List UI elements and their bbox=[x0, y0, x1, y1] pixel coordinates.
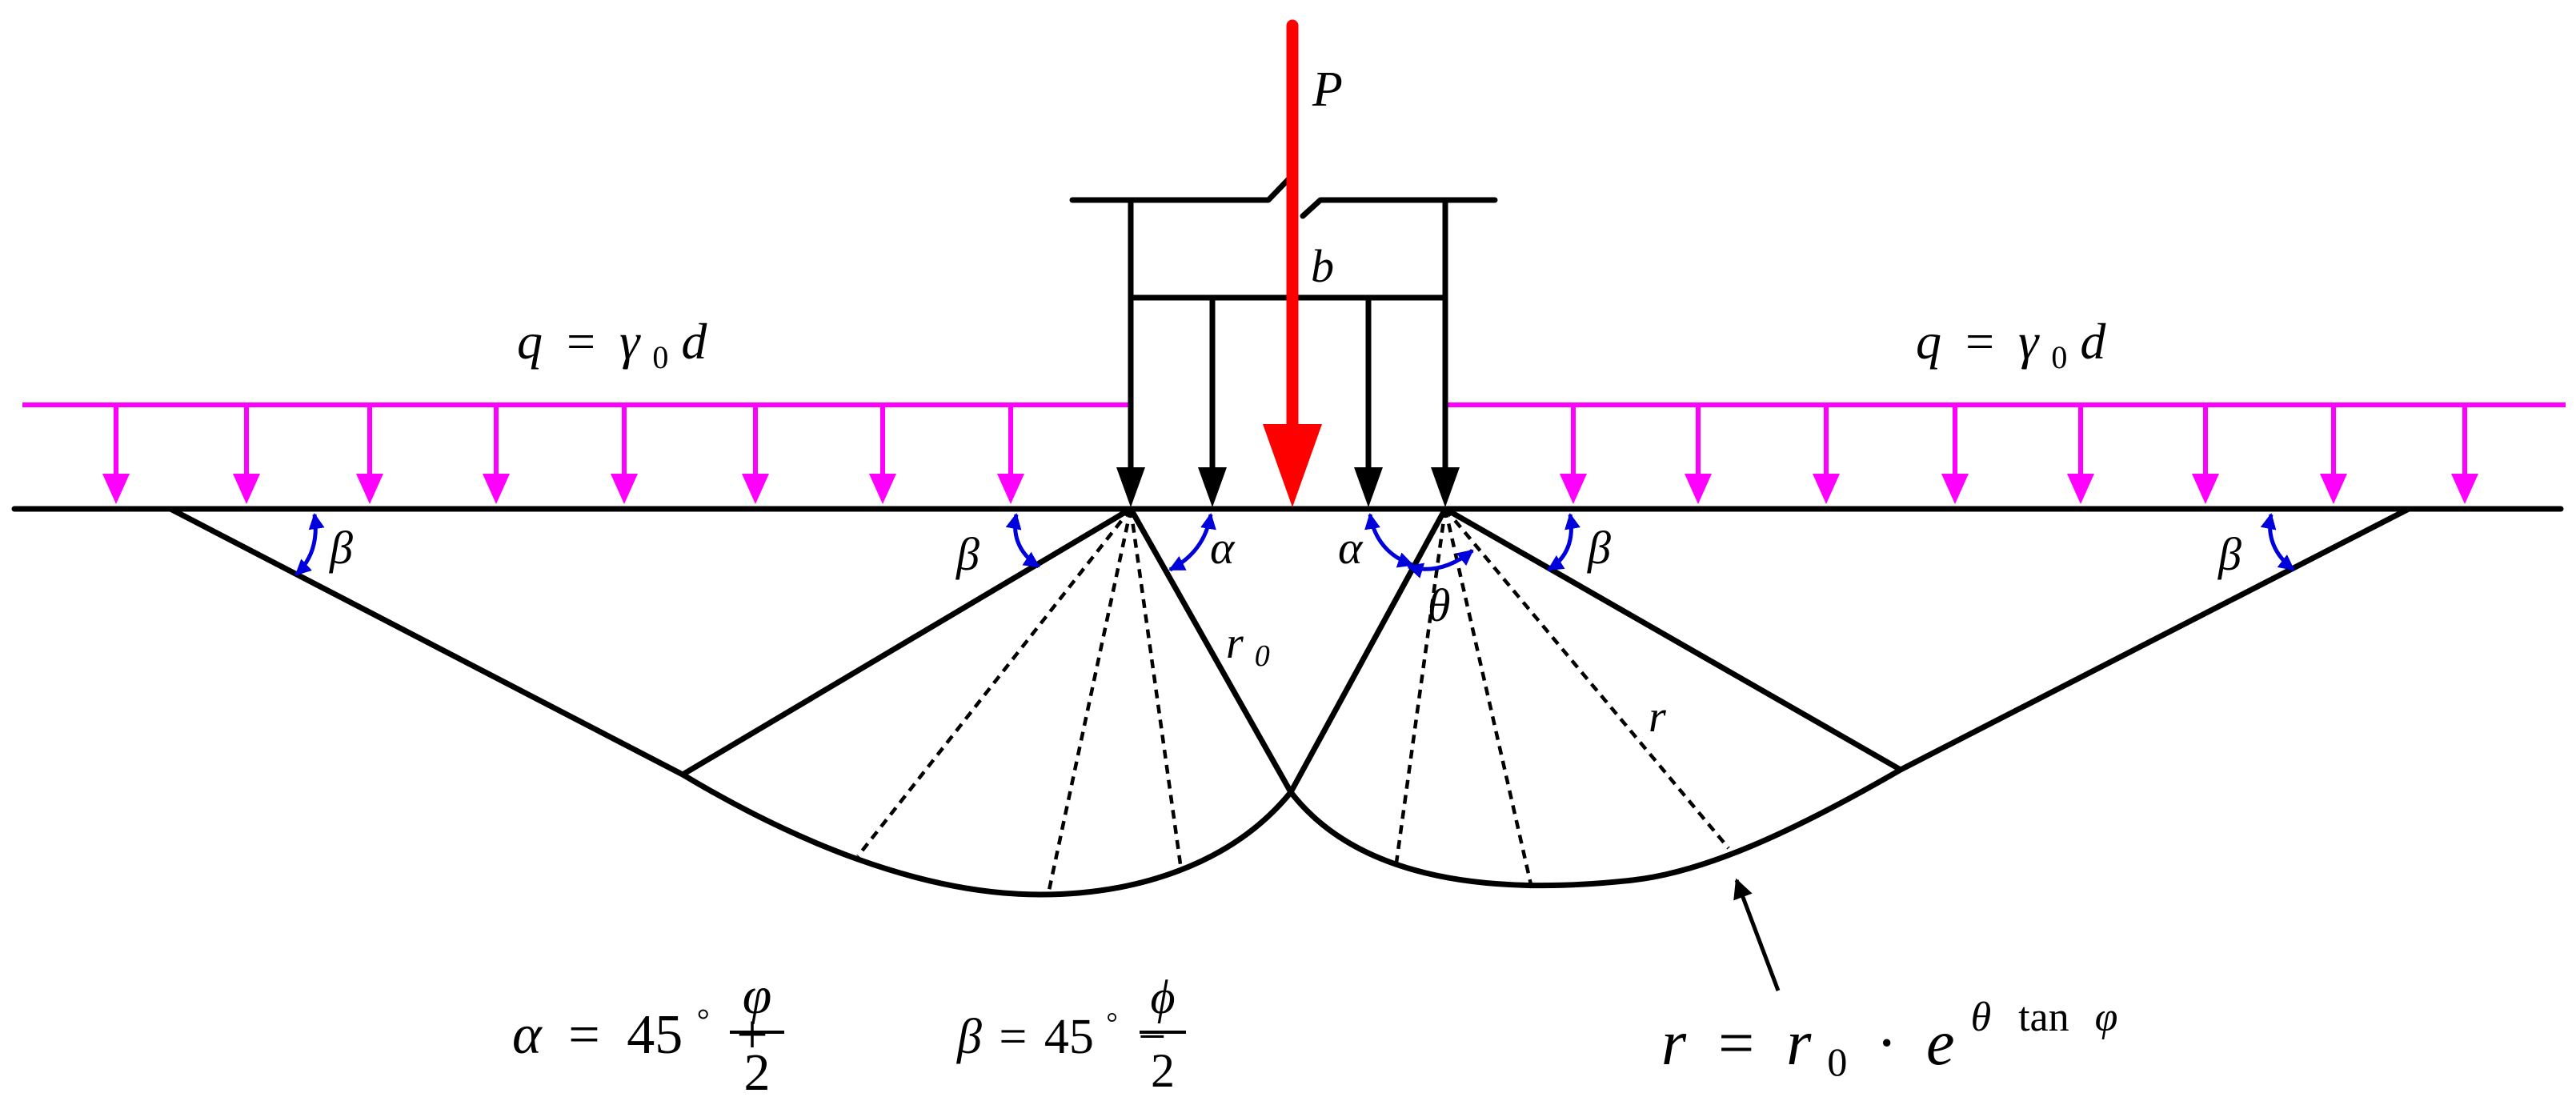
radial-line-right-3 bbox=[1444, 507, 1730, 850]
alpha-angle-mark-right bbox=[1364, 513, 1414, 568]
r0-label: r 0 bbox=[1226, 619, 1270, 673]
surcharge-arrowhead bbox=[2067, 474, 2094, 504]
surcharge-label-right: q = γ 0 d bbox=[1916, 313, 2106, 379]
alpha-formula-numerator: φ bbox=[743, 967, 772, 1025]
surcharge-arrowhead bbox=[1941, 474, 1969, 504]
beta-formula-numerator: ϕ bbox=[1150, 971, 1175, 1023]
surcharge-arrowhead bbox=[102, 474, 130, 504]
r-label: r bbox=[1649, 692, 1666, 742]
surcharge-arrowhead bbox=[1813, 474, 1840, 504]
beta-label-right-outer: β bbox=[2217, 528, 2241, 580]
surcharge-arrowhead bbox=[869, 474, 896, 504]
surcharge-arrowhead bbox=[2192, 474, 2219, 504]
log-spiral-formula: r = r 0 · e θ tan φ bbox=[1661, 975, 2117, 1090]
surcharge-arrowhead bbox=[1560, 474, 1587, 504]
failure-surface-right bbox=[1288, 506, 2412, 889]
alpha-label-right: α bbox=[1338, 522, 1364, 574]
radial-line-right-1 bbox=[1394, 508, 1448, 863]
surcharge-arrowhead bbox=[1685, 474, 1712, 504]
failure-surface-left bbox=[167, 506, 1294, 898]
beta-angle-mark-left-outer bbox=[294, 513, 325, 576]
footing-arrowhead-right-wall bbox=[1431, 467, 1460, 507]
radial-line-left-2 bbox=[1046, 508, 1133, 895]
surcharge-arrows bbox=[102, 406, 2478, 504]
beta-angle-mark-left-inner bbox=[1005, 513, 1040, 569]
footing-arrowhead-inner-right bbox=[1354, 467, 1383, 507]
surcharge-arrowhead bbox=[611, 474, 638, 504]
svg-text:α = 45 °: α = 45 ° + bbox=[512, 982, 768, 1066]
footing-arrowhead-left-wall bbox=[1116, 467, 1145, 507]
beta-formula: β = 45 ° − ϕ 2 bbox=[956, 971, 1186, 1097]
radial-line-left-3 bbox=[1128, 508, 1183, 865]
footing-width-label: b bbox=[1311, 240, 1334, 292]
svg-text:β = 45 °: β = 45 ° − bbox=[956, 989, 1166, 1064]
beta-label-right-inner: β bbox=[1587, 522, 1611, 574]
column-top-with-break bbox=[1069, 174, 1498, 219]
beta-formula-denominator: 2 bbox=[1151, 1044, 1175, 1097]
surcharge-arrowhead bbox=[2320, 474, 2347, 504]
theta-label: θ bbox=[1428, 579, 1451, 631]
load-label: P bbox=[1312, 62, 1343, 117]
surcharge-arrowhead bbox=[356, 474, 383, 504]
alpha-angle-mark-left bbox=[1168, 513, 1216, 572]
surcharge-arrowhead bbox=[742, 474, 769, 504]
radial-line-left-1 bbox=[856, 507, 1132, 858]
spiral-pointer-arrow bbox=[1733, 878, 1781, 991]
beta-label-left-inner: β bbox=[955, 528, 980, 580]
alpha-label-left: α bbox=[1210, 522, 1236, 574]
surcharge-label-left: q = γ 0 d bbox=[517, 313, 707, 379]
surcharge-arrowhead bbox=[483, 474, 510, 504]
radial-line-right-2 bbox=[1443, 508, 1535, 892]
surcharge-arrowhead bbox=[233, 474, 260, 504]
surcharge-arrowhead bbox=[2451, 474, 2478, 504]
alpha-formula: α = 45 ° + φ 2 bbox=[512, 967, 784, 1102]
theta-angle-mark bbox=[1407, 549, 1474, 579]
footing-arrowhead-inner-left bbox=[1198, 467, 1227, 507]
failure-mechanism bbox=[167, 506, 2412, 898]
load-arrowhead bbox=[1263, 424, 1322, 507]
angle-marks bbox=[294, 513, 2295, 579]
beta-label-left-outer: β bbox=[329, 522, 353, 574]
beta-angle-mark-right-outer bbox=[2260, 513, 2295, 571]
beta-angle-mark-right-inner bbox=[1547, 513, 1580, 572]
surcharge-arrowhead bbox=[997, 474, 1024, 504]
svg-text:r = r 0: r = r 0 · e θ tan φ bbox=[1661, 975, 2117, 1090]
alpha-formula-denominator: 2 bbox=[744, 1043, 771, 1102]
